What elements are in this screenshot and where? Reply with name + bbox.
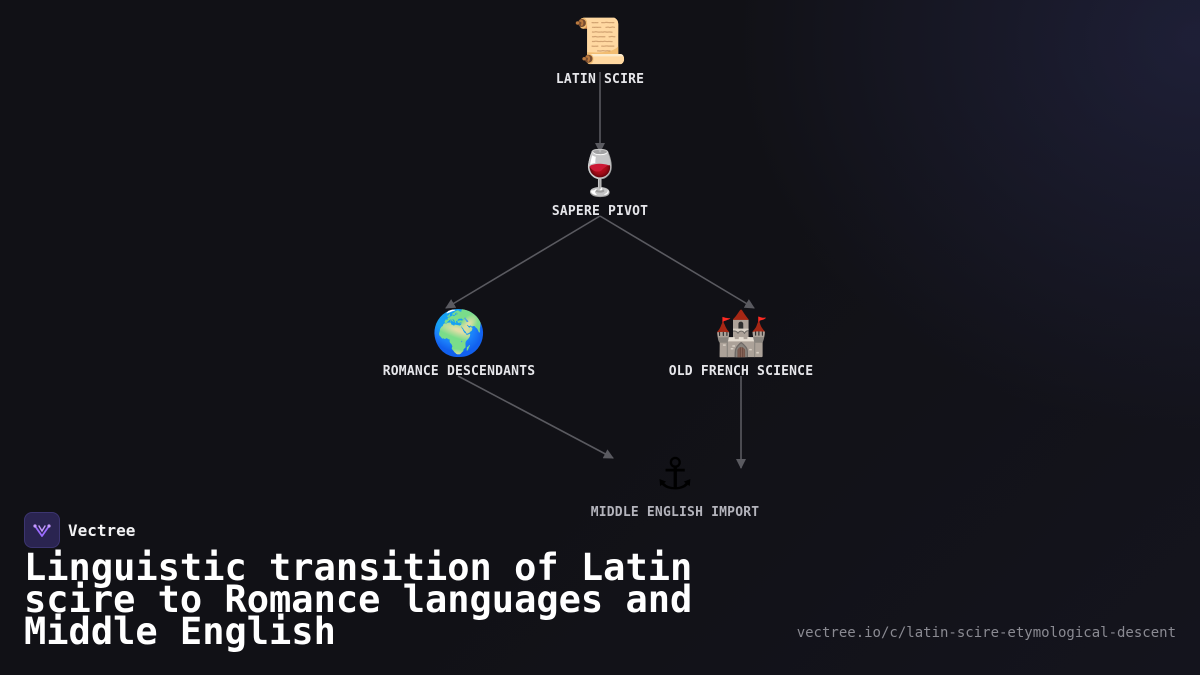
globe-icon: 🌍 [431, 308, 487, 359]
node-old-french-science[interactable]: 🏰 OLD FRENCH SCIENCE [669, 308, 813, 379]
edge-romance-to-middle [457, 375, 614, 459]
brand[interactable]: Vectree [24, 512, 135, 548]
brand-name: Vectree [68, 520, 136, 540]
page-title: Linguistic transition of Latin scire to … [24, 546, 693, 653]
edge-sapere-to-french [599, 215, 755, 309]
scroll-icon: 📜 [572, 16, 628, 67]
castle-icon: 🏰 [713, 308, 769, 359]
node-label: OLD FRENCH SCIENCE [668, 364, 814, 379]
node-latin-scire[interactable]: 📜 LATIN SCIRE [556, 16, 644, 87]
node-label: ROMANCE DESCENDANTS [382, 364, 536, 379]
node-romance-descendants[interactable]: 🌍 ROMANCE DESCENDANTS [383, 308, 536, 379]
node-label: LATIN SCIRE [555, 72, 645, 87]
node-label: MIDDLE ENGLISH IMPORT [590, 505, 760, 520]
node-label: SAPERE PIVOT [551, 204, 649, 219]
edge-sapere-to-romance [445, 215, 601, 309]
vectree-logo-icon [24, 512, 60, 548]
wine-glass-icon: 🍷 [572, 148, 628, 199]
node-middle-english-import[interactable]: ⚓ MIDDLE ENGLISH IMPORT [591, 449, 760, 520]
node-sapere-pivot[interactable]: 🍷 SAPERE PIVOT [552, 148, 648, 219]
anchor-icon: ⚓ [655, 449, 695, 500]
source-url[interactable]: vectree.io/c/latin-scire-etymological-de… [796, 625, 1176, 641]
